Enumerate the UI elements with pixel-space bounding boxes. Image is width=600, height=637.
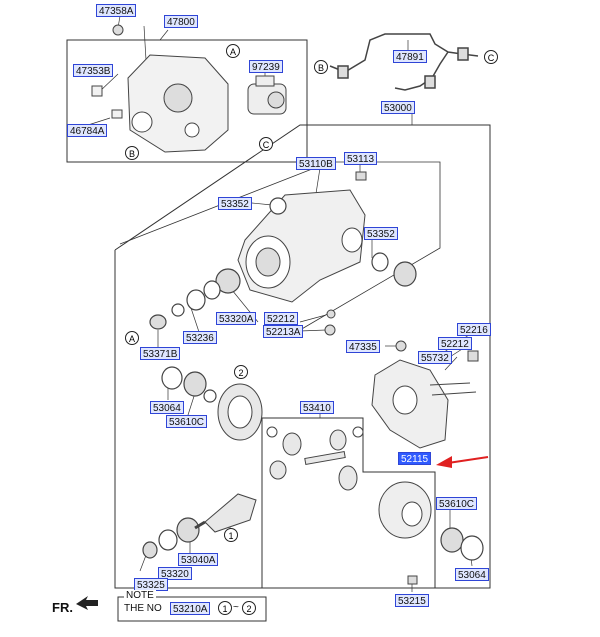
- front-direction-label: FR.: [52, 600, 73, 615]
- group-box-47800: [66, 39, 308, 163]
- callout-53110B[interactable]: 53110B: [296, 157, 336, 170]
- callout-53040A[interactable]: 53040A: [178, 553, 219, 566]
- callout-53610C-lower[interactable]: 53610C: [436, 497, 478, 510]
- callout-53352-left[interactable]: 53352: [218, 197, 252, 210]
- callout-47891[interactable]: 47891: [393, 50, 427, 63]
- differential-gears-53410: [266, 426, 364, 491]
- callout-53371B[interactable]: 53371B: [140, 347, 181, 360]
- ref-circle-c-harness: C: [484, 50, 498, 64]
- ref-circle-b-harness: B: [314, 60, 328, 74]
- callout-52212-upper[interactable]: 52212: [264, 312, 298, 325]
- ref-circle-b: B: [125, 146, 139, 160]
- note-range-separator: ~: [233, 602, 239, 613]
- callout-47800[interactable]: 47800: [164, 15, 198, 28]
- rear-cover-52115: [371, 359, 477, 449]
- drive-pinion: [194, 493, 257, 533]
- highlight-arrow: [436, 456, 489, 468]
- differential-case: [378, 481, 432, 539]
- diff-carrier-housing-53110B: [237, 189, 366, 303]
- transfer-case-47800: [91, 54, 229, 153]
- group-box-53410: [261, 417, 436, 589]
- note-box: [117, 596, 267, 622]
- callout-55732[interactable]: 55732: [418, 351, 452, 364]
- callout-46784A[interactable]: 46784A: [67, 124, 108, 137]
- callout-53320[interactable]: 53320: [158, 567, 192, 580]
- callout-53610C-upper[interactable]: 53610C: [166, 415, 208, 428]
- callout-53320A[interactable]: 53320A: [216, 312, 257, 325]
- callout-53064-lower[interactable]: 53064: [455, 568, 489, 581]
- callout-53000[interactable]: 53000: [381, 101, 415, 114]
- actuator-motor-97239: [247, 75, 287, 115]
- callout-47335[interactable]: 47335: [346, 340, 380, 353]
- callout-47353B[interactable]: 47353B: [73, 64, 114, 77]
- callout-52115[interactable]: 52115: [398, 452, 432, 465]
- ref-circle-a: A: [226, 44, 240, 58]
- callout-47358A[interactable]: 47358A: [96, 4, 137, 17]
- callout-53210A[interactable]: 53210A: [170, 602, 211, 615]
- callout-97239[interactable]: 97239: [249, 60, 283, 73]
- ref-circle-a-lower: A: [125, 331, 139, 345]
- ref-circle-c: C: [259, 137, 273, 151]
- seals-bearings: [142, 197, 484, 561]
- ring-gear: [217, 383, 263, 441]
- callout-53410[interactable]: 53410: [300, 401, 334, 414]
- front-direction-arrow: [76, 596, 98, 610]
- wiring-harness-47891: [329, 33, 479, 91]
- callout-52213A[interactable]: 52213A: [263, 325, 304, 338]
- callout-53215[interactable]: 53215: [395, 594, 429, 607]
- callout-52212-lower[interactable]: 52212: [438, 337, 472, 350]
- callout-53352-right[interactable]: 53352: [364, 227, 398, 240]
- bolts-nuts: [112, 24, 479, 585]
- ref-circle-1-pinion: 1: [224, 528, 238, 542]
- note-title: NOTE: [124, 590, 156, 601]
- ref-circle-2-ring-gear: 2: [234, 365, 248, 379]
- callout-52216[interactable]: 52216: [457, 323, 491, 336]
- callout-53113[interactable]: 53113: [344, 152, 378, 165]
- callout-53064-upper[interactable]: 53064: [150, 401, 184, 414]
- note-text: THE NO: [124, 603, 162, 614]
- note-range-end: 2: [242, 601, 256, 615]
- housing-perspective-lines: [119, 161, 441, 331]
- callout-53236[interactable]: 53236: [183, 331, 217, 344]
- note-range-start: 1: [218, 601, 232, 615]
